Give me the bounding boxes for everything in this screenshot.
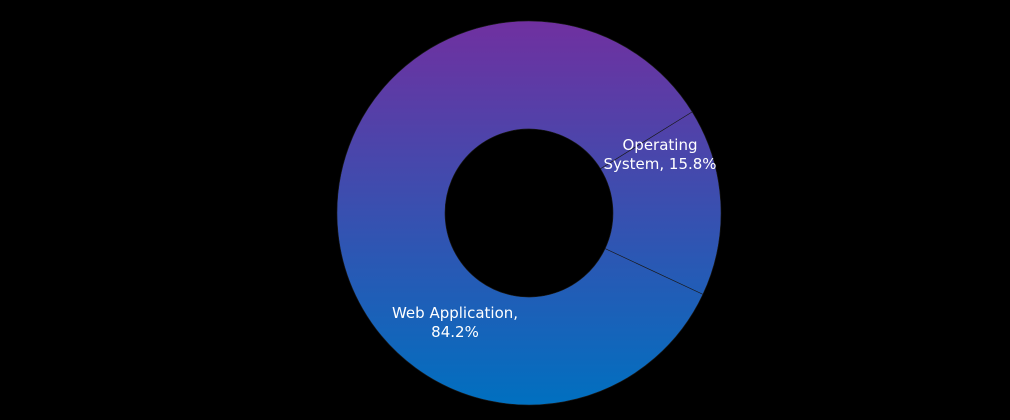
slices-layer (336, 20, 722, 406)
donut-slice-web-application (336, 20, 704, 406)
donut-slice-operating-system (599, 111, 722, 295)
slice-label-line: 84.2% (431, 323, 479, 341)
slice-label-web-application: Web Application,84.2% (392, 304, 518, 341)
slice-label-line: System, 15.8% (603, 155, 716, 173)
slice-label-line: Operating (623, 136, 698, 154)
slice-label-line: Web Application, (392, 304, 518, 322)
